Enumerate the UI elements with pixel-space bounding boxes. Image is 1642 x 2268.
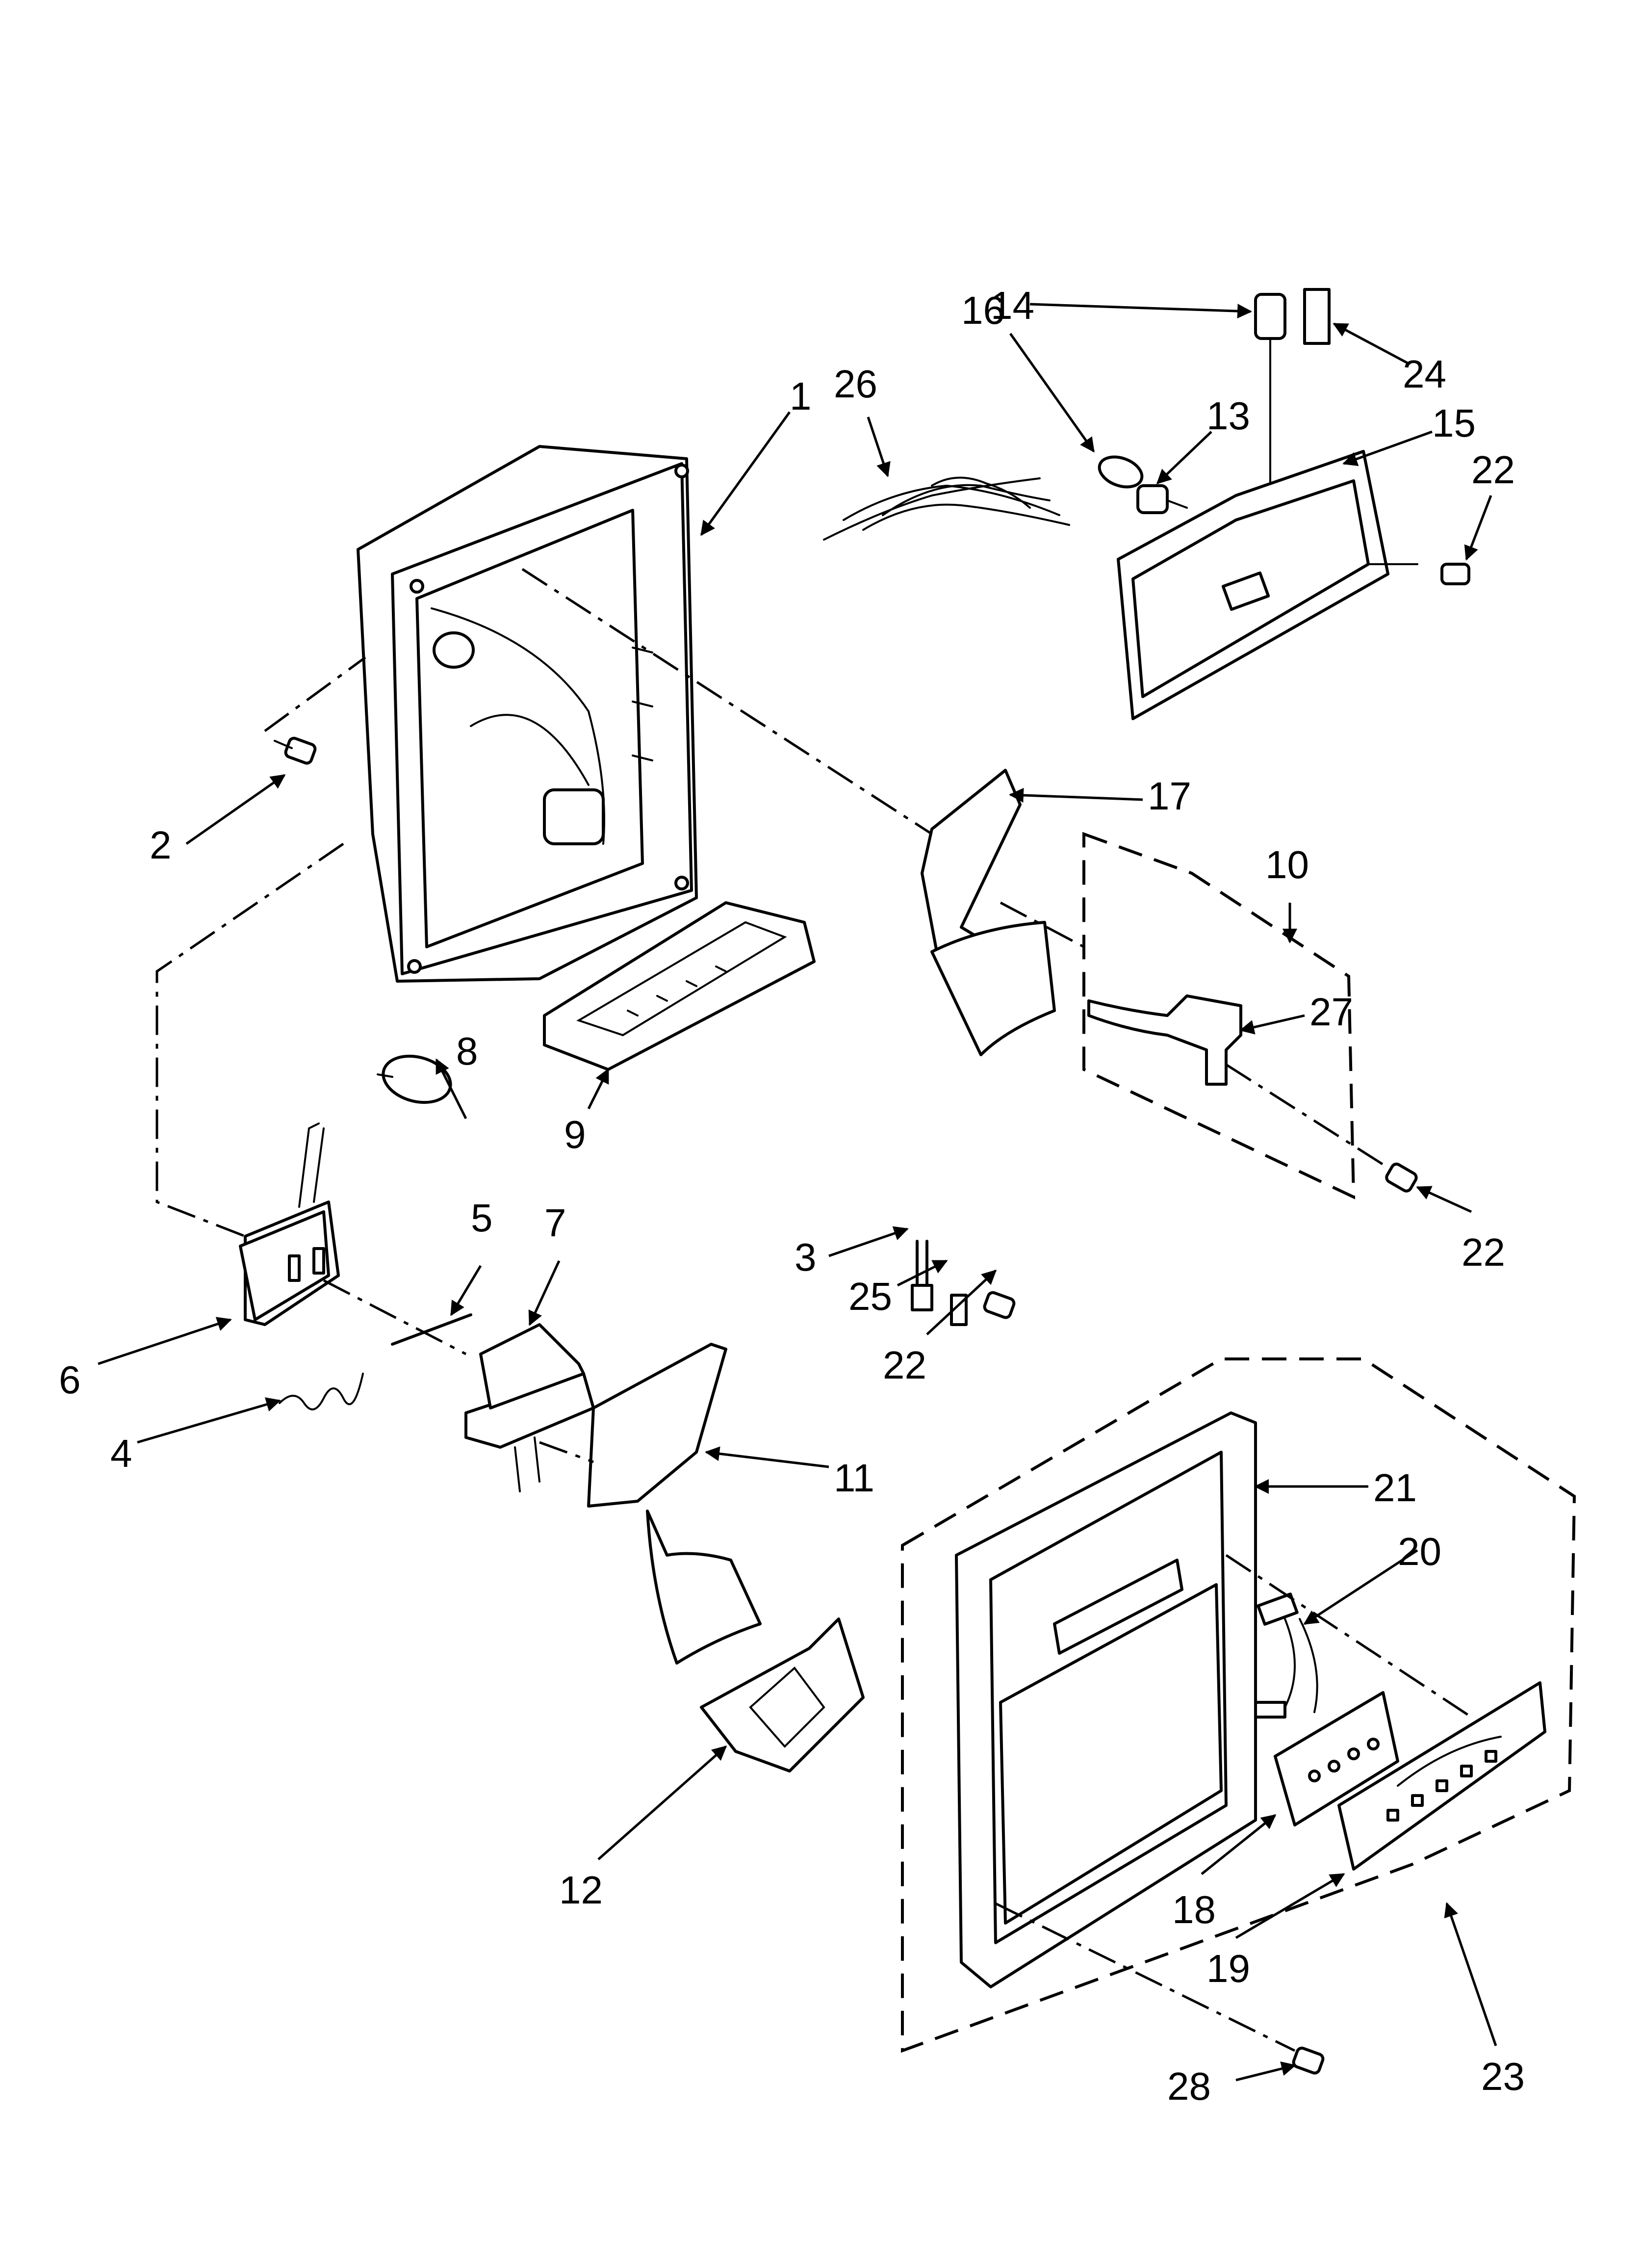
switch-part-14	[1254, 293, 1286, 506]
solenoid-part-6	[239, 1122, 340, 1326]
callout-23: 23	[1481, 2055, 1525, 2098]
pin-part-5	[391, 1313, 472, 1346]
callout-25: 25	[848, 1275, 892, 1318]
callout-7: 7	[544, 1201, 566, 1245]
clip-part-3	[911, 1240, 933, 1311]
leader-lines	[98, 303, 1497, 2082]
screw-part-22-top	[1440, 563, 1470, 585]
lever-part-27	[1087, 994, 1242, 1086]
paddle-part-11	[587, 1343, 762, 1665]
wire-harness-part-20	[1254, 1592, 1318, 1719]
callout-12: 12	[559, 1868, 603, 1912]
kit-box-part-10	[1082, 832, 1356, 1199]
callout-26: 26	[834, 362, 877, 406]
motor-part-8	[377, 1054, 452, 1104]
screw-part-22-mid	[1385, 1162, 1418, 1193]
callout-18: 18	[1172, 1888, 1216, 1931]
actuator-part-7	[464, 1323, 595, 1492]
callout-14: 14	[991, 284, 1034, 327]
housing-part-1	[357, 445, 698, 983]
control-board-part-18	[1274, 1691, 1399, 1826]
insulator-part-24	[1303, 288, 1331, 345]
callout-24: 24	[1403, 352, 1446, 396]
screw-part-28	[1292, 2046, 1325, 2075]
callout-11: 11	[834, 1456, 874, 1500]
callout-9: 9	[564, 1113, 586, 1156]
socket-part-13	[1136, 484, 1188, 514]
paddle-part-17	[921, 769, 1056, 1056]
callout-19: 19	[1206, 1947, 1250, 1990]
overlay-part-19	[1337, 1681, 1546, 1871]
callout-22-low: 22	[883, 1343, 926, 1387]
callout-1: 1	[790, 374, 812, 418]
callout-21: 21	[1373, 1466, 1417, 1510]
callout-labels: 1 2 26 16 13 14 24 15 22 17 10 27 22 9 8…	[59, 284, 1525, 2108]
callout-3: 3	[795, 1235, 817, 1279]
callout-4: 4	[110, 1432, 132, 1475]
callout-28: 28	[1167, 2064, 1211, 2108]
bulb-part-16	[1098, 455, 1144, 489]
callout-27: 27	[1309, 990, 1353, 1034]
callout-15: 15	[1432, 401, 1476, 445]
callout-17: 17	[1148, 774, 1191, 818]
alignment-lines	[155, 568, 1472, 2052]
callout-22-mid: 22	[1462, 1230, 1505, 1274]
callout-13: 13	[1206, 394, 1250, 438]
callout-16: 16	[961, 288, 1005, 332]
callout-6: 6	[59, 1358, 81, 1402]
callout-10: 10	[1265, 843, 1309, 886]
spring-part-4	[279, 1373, 364, 1410]
kit-box-part-23	[901, 1357, 1576, 2053]
facade-part-21	[955, 1411, 1257, 1988]
callout-20: 20	[1398, 1530, 1441, 1573]
callout-22-top: 22	[1471, 448, 1515, 492]
callout-8: 8	[456, 1029, 478, 1073]
callout-5: 5	[471, 1196, 493, 1240]
screw-part-2	[274, 736, 317, 765]
screw-part-22-low	[983, 1291, 1016, 1319]
drip-tray-part-12	[700, 1617, 865, 1773]
wire-harness-part-26	[823, 476, 1070, 541]
trim-part-9	[543, 901, 816, 1071]
insulator-part-25	[950, 1294, 968, 1326]
bracket-part-15	[1117, 450, 1418, 720]
callout-2: 2	[150, 823, 172, 867]
